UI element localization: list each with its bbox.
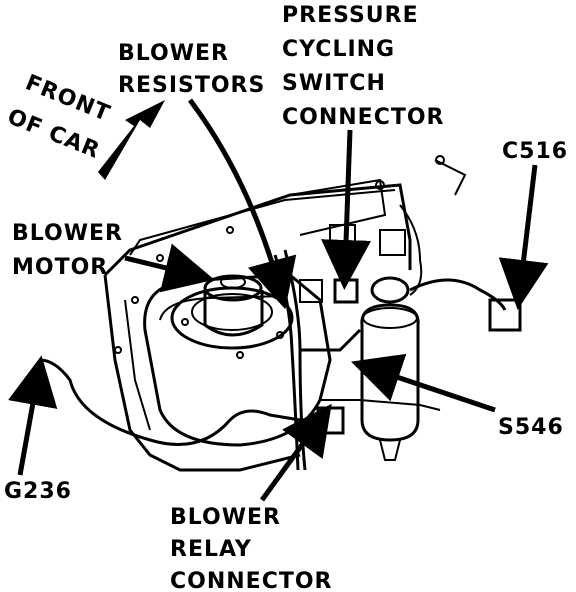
pressure-switch-label-line2: CYCLING bbox=[282, 37, 395, 62]
blower-motor-drawing bbox=[170, 274, 294, 359]
blower-resistors-label-line1: BLOWER bbox=[118, 41, 229, 66]
g236-leader bbox=[8, 355, 58, 476]
blower-relay-leader bbox=[259, 403, 332, 502]
blower-relay-label-line1: BLOWER bbox=[170, 505, 281, 530]
blower-resistors-leader bbox=[187, 98, 297, 310]
front-of-car-arrow bbox=[98, 100, 165, 180]
blower-motor-label-line1: BLOWER bbox=[12, 221, 123, 246]
pressure-switch-label-line3: SWITCH bbox=[282, 71, 386, 96]
g236-label: G236 bbox=[4, 479, 72, 504]
blower-relay-label-line3: CONNECTOR bbox=[170, 569, 333, 592]
c516-label: C516 bbox=[502, 139, 568, 164]
wiring-harness-drawing bbox=[39, 155, 522, 471]
c516-leader bbox=[498, 164, 549, 310]
blower-motor-label-line2: MOTOR bbox=[12, 255, 108, 280]
blower-motor-leader bbox=[124, 243, 215, 293]
blower-resistors-label-line2: RESISTORS bbox=[118, 73, 265, 98]
accumulator-drawing bbox=[360, 276, 420, 461]
pressure-switch-label-line1: PRESSURE bbox=[282, 3, 419, 28]
pressure-switch-leader bbox=[321, 129, 372, 290]
s546-leader bbox=[351, 353, 496, 413]
blower-relay-label-line2: RELAY bbox=[170, 537, 252, 562]
s546-label: S546 bbox=[498, 415, 564, 440]
pressure-switch-label-line4: CONNECTOR bbox=[282, 105, 445, 130]
